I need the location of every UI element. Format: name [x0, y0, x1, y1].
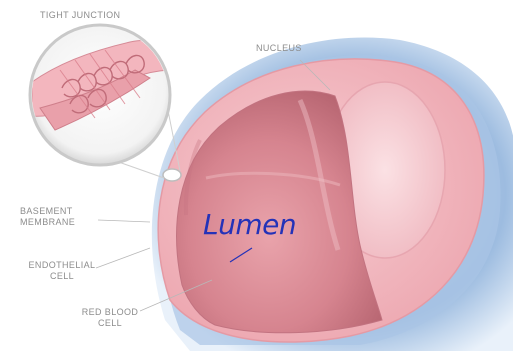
label-basement-line1: BASEMENT — [20, 206, 75, 217]
lumen-annotation: Lumen — [203, 210, 296, 240]
label-endothelial-line1: ENDOTHELIAL — [26, 260, 98, 271]
label-tight-junction: TIGHT JUNCTION — [40, 10, 120, 21]
tight-junction-zoom — [30, 25, 172, 165]
tight-junction-marker — [163, 169, 181, 181]
label-red-blood-cell: RED BLOOD CELL — [80, 307, 140, 329]
label-basement-membrane: BASEMENT MEMBRANE — [20, 206, 75, 228]
label-red-blood-line2: CELL — [80, 318, 140, 329]
label-red-blood-line1: RED BLOOD — [80, 307, 140, 318]
label-endothelial-cell: ENDOTHELIAL CELL — [26, 260, 98, 282]
label-nucleus: NUCLEUS — [256, 43, 302, 54]
label-basement-line2: MEMBRANE — [20, 217, 75, 228]
label-endothelial-line2: CELL — [26, 271, 98, 282]
